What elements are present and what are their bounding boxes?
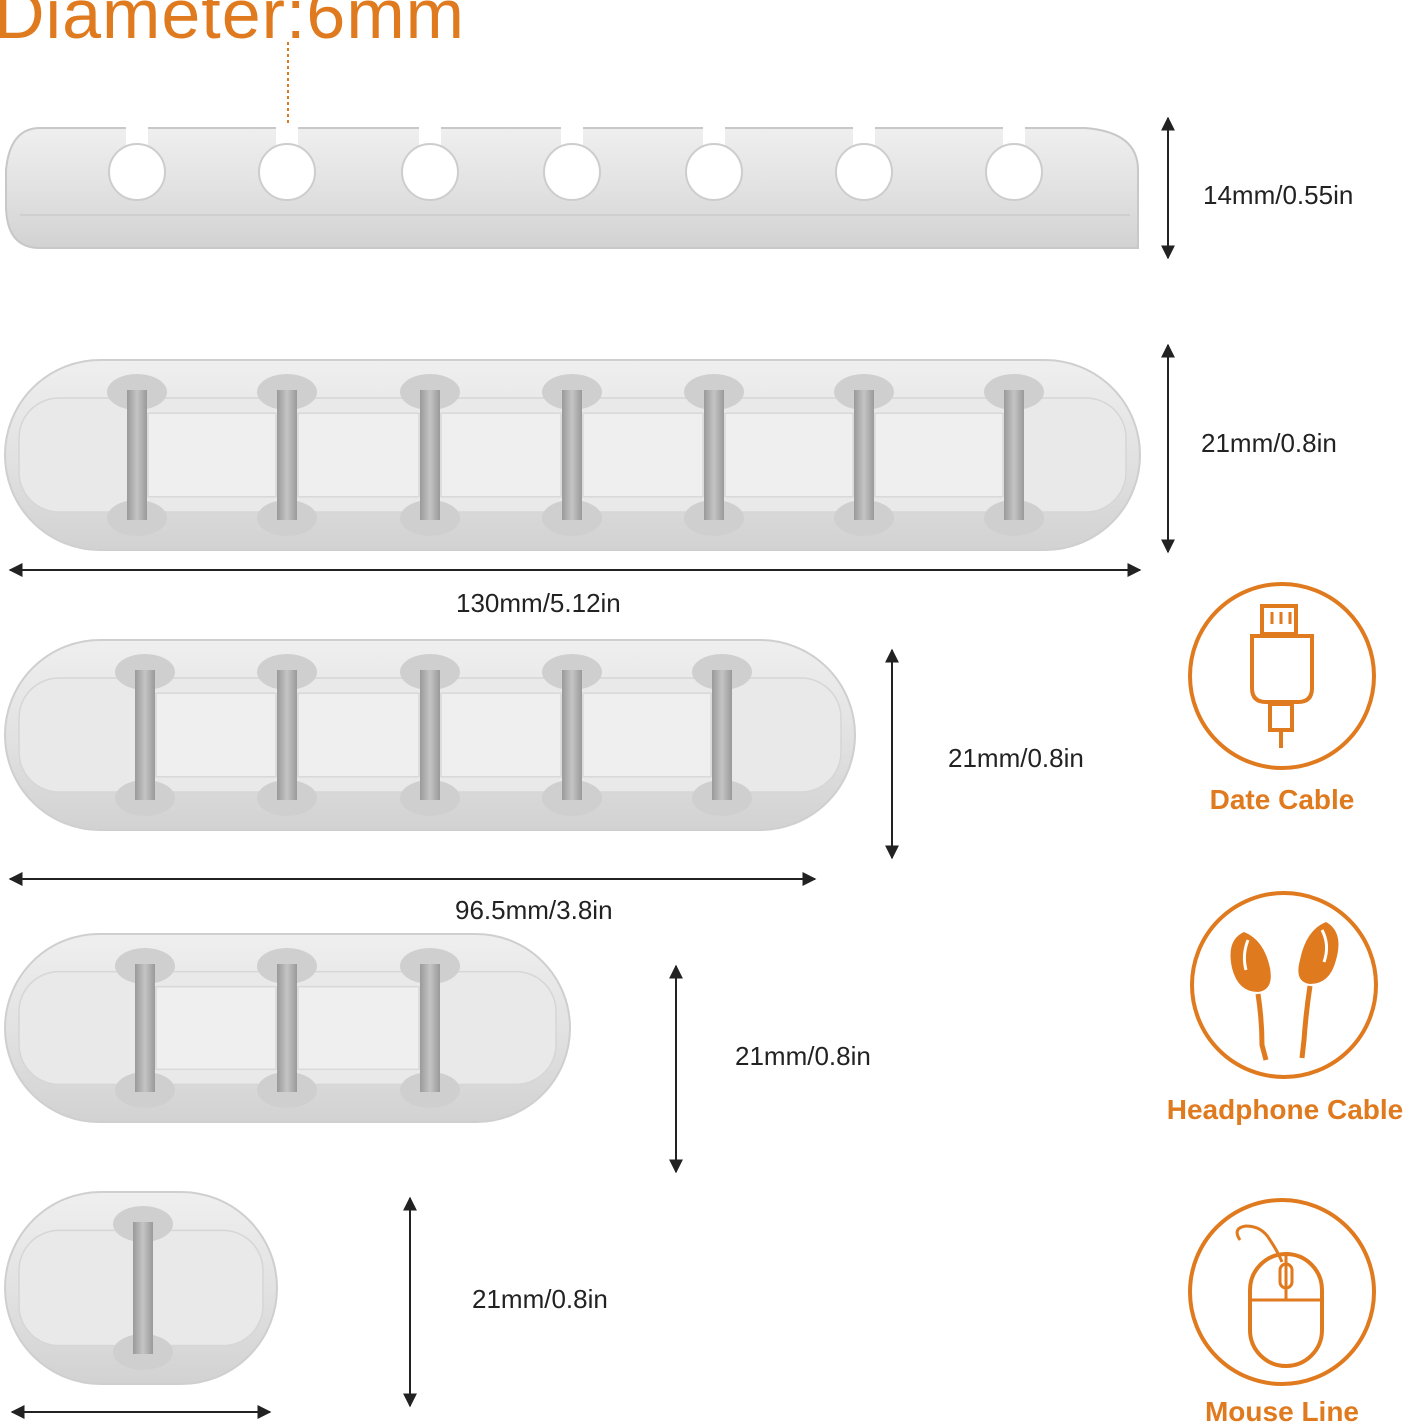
label-seven-length: 130mm/5.12in <box>456 588 621 618</box>
cable-slot <box>400 654 460 816</box>
cable-slot <box>984 374 1044 536</box>
diameter-title: Diameter:6mm <box>0 0 465 53</box>
divider-block <box>297 412 420 498</box>
side-slot <box>543 126 601 201</box>
label-five-height: 21mm/0.8in <box>948 743 1084 773</box>
side-slot <box>685 126 743 201</box>
divider-block <box>440 412 562 498</box>
label-date-cable: Date Cable <box>1209 784 1355 815</box>
cable-slot <box>542 654 602 816</box>
mouse-icon <box>1188 1198 1376 1386</box>
holder-seven-slot <box>4 359 1141 551</box>
side-slots <box>108 126 1043 201</box>
label-headphone-cable: Headphone Cable <box>1166 1094 1404 1125</box>
divider-block <box>874 412 1004 498</box>
divider-block <box>582 692 712 778</box>
cable-slot <box>400 374 460 536</box>
divider-block <box>724 412 854 498</box>
label-one-height: 21mm/0.8in <box>472 1284 608 1314</box>
cable-slot <box>542 374 602 536</box>
cable-slot <box>113 1206 173 1370</box>
side-slot <box>985 126 1043 201</box>
cable-slot <box>257 654 317 816</box>
cable-slot <box>692 654 752 816</box>
side-slot <box>835 126 893 201</box>
divider-block <box>297 985 420 1071</box>
cable-slot <box>400 948 460 1108</box>
side-slot <box>401 126 459 201</box>
cable-slot <box>684 374 744 536</box>
cable-slot <box>257 374 317 536</box>
label-five-length: 96.5mm/3.8in <box>455 895 613 925</box>
headphone-icon <box>1190 891 1378 1079</box>
cable-slot <box>257 948 317 1108</box>
holder-side-view <box>5 126 1139 249</box>
holder-five-slot <box>4 639 856 831</box>
divider-block <box>147 412 277 498</box>
side-slot <box>108 126 166 201</box>
label-side-height: 14mm/0.55in <box>1203 180 1354 210</box>
holder-one-slot <box>4 1191 278 1385</box>
label-three-height: 21mm/0.8in <box>735 1041 871 1071</box>
cable-slot <box>115 948 175 1108</box>
cable-slot <box>107 374 167 536</box>
label-seven-height: 21mm/0.8in <box>1201 428 1337 458</box>
side-slot <box>258 126 316 201</box>
label-mouse-line: Mouse Line <box>1204 1396 1359 1427</box>
divider-block <box>155 692 277 778</box>
cable-slot <box>834 374 894 536</box>
divider-block <box>582 412 704 498</box>
divider-block <box>297 692 420 778</box>
holder-three-slot <box>4 933 571 1123</box>
divider-block <box>440 692 562 778</box>
cable-slot <box>115 654 175 816</box>
data-cable-icon <box>1188 582 1376 770</box>
divider-block <box>155 985 277 1071</box>
